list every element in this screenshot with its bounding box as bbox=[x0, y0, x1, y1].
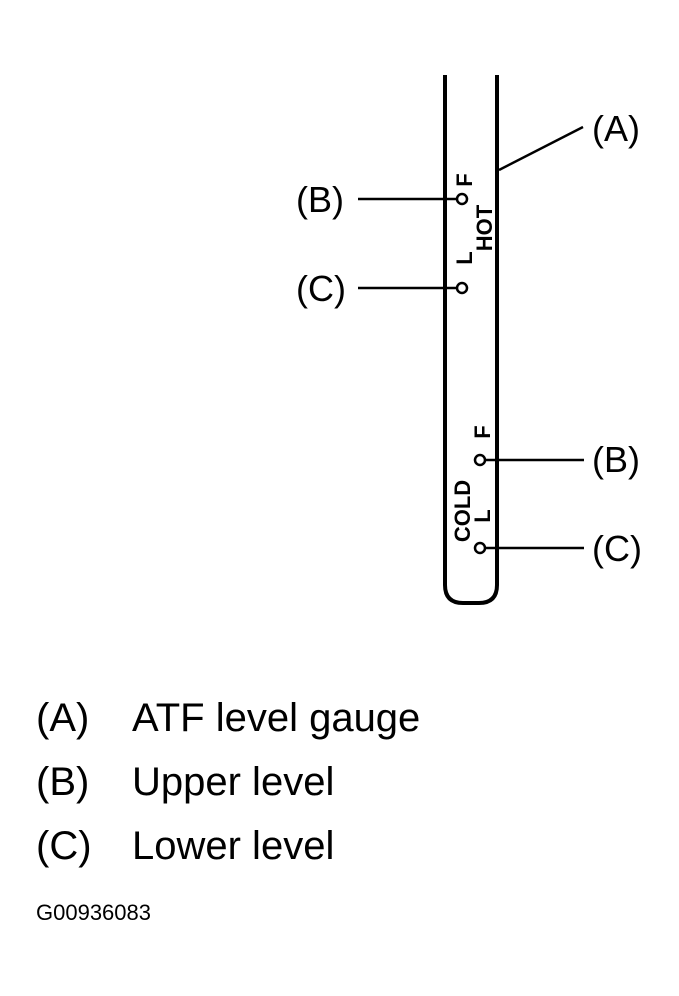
legend-desc: ATF level gauge bbox=[132, 696, 421, 740]
hot-full-mark: F bbox=[452, 173, 477, 186]
figure-id: G00936083 bbox=[36, 900, 151, 925]
legend-key: (C) bbox=[36, 824, 92, 868]
leader-a bbox=[498, 125, 584, 172]
legend-key: (A) bbox=[36, 696, 90, 740]
legend-key: (B) bbox=[36, 760, 90, 804]
callout-hot-lower: (C) bbox=[296, 268, 346, 309]
callout-cold-lower: (C) bbox=[592, 528, 642, 569]
cold-lower-dot bbox=[473, 541, 487, 555]
callout-a: (A) bbox=[592, 108, 640, 149]
cold-label: COLD bbox=[450, 480, 475, 542]
legend: (A) ATF level gauge (B) Upper level (C) … bbox=[36, 696, 420, 888]
hot-label: HOT bbox=[472, 204, 497, 251]
hot-low-mark: L bbox=[452, 251, 477, 264]
legend-desc: Lower level bbox=[132, 824, 335, 868]
cold-full-mark: F bbox=[470, 425, 495, 438]
legend-row-b: (B) Upper level bbox=[36, 760, 420, 824]
atf-gauge-diagram: (A) (B) (C) F L HOT (B) (C) F L COLD bbox=[296, 75, 642, 605]
legend-row-a: (A) ATF level gauge bbox=[36, 696, 420, 760]
hot-lower-dot bbox=[455, 281, 469, 295]
callout-hot-upper: (B) bbox=[296, 179, 344, 220]
callout-cold-upper: (B) bbox=[592, 439, 640, 480]
hot-upper-dot bbox=[455, 192, 469, 206]
cold-upper-dot bbox=[473, 453, 487, 467]
dipstick-outline bbox=[443, 75, 499, 605]
cold-low-mark: L bbox=[470, 509, 495, 522]
legend-row-c: (C) Lower level bbox=[36, 824, 420, 888]
legend-desc: Upper level bbox=[132, 760, 335, 804]
